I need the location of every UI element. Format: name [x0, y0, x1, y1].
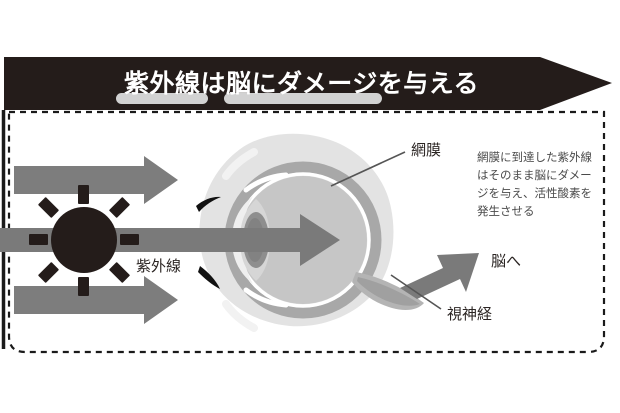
label-optic-nerve: 視神経	[447, 305, 492, 323]
glare-mark-upper	[196, 196, 221, 212]
optic-nerve-leader-line	[390, 274, 442, 310]
glare-mark-lower	[198, 266, 220, 289]
title-underline-bar-1	[116, 93, 208, 104]
sun-disc	[51, 207, 117, 273]
sun-ray-w	[29, 234, 48, 245]
uv-arrow-middle	[0, 214, 340, 266]
uv-arrow-top	[14, 156, 178, 204]
annotation-line-1: 網膜に到達した紫外線	[477, 150, 592, 164]
annotation-line-4: 発生させる	[477, 204, 535, 218]
optic-nerve-shade	[357, 277, 420, 306]
eyelid-highlight-upper	[222, 148, 258, 180]
sun-ray-nw	[38, 197, 59, 218]
uv-arrow-bottom	[14, 276, 178, 324]
sun-ray-sw	[38, 262, 59, 283]
page-title: 紫外線は脳にダメージを与える	[124, 69, 479, 98]
label-to-brain: 脳へ	[491, 252, 521, 270]
label-uv: 紫外線	[136, 257, 181, 275]
ciliary-accent-top	[243, 172, 289, 193]
sun-rays	[29, 185, 139, 296]
sun-ray-e	[120, 234, 139, 245]
eyelid-highlight-lower	[222, 300, 258, 332]
sun-ray-n	[78, 185, 89, 204]
label-retina: 網膜	[411, 141, 441, 159]
title-underline-bar-2	[224, 93, 382, 104]
annotation-line-2: はそのまま脳にダメー	[477, 168, 592, 182]
sun-ray-ne	[109, 197, 130, 218]
annotation-line-3: ジを与え、活性酸素を	[477, 186, 592, 200]
sun-ray-s	[78, 277, 89, 296]
to-brain-arrow	[400, 253, 479, 299]
ciliary-accent-bottom	[243, 287, 289, 308]
retina-leader-line	[330, 151, 406, 187]
sun-ray-se	[109, 262, 130, 283]
